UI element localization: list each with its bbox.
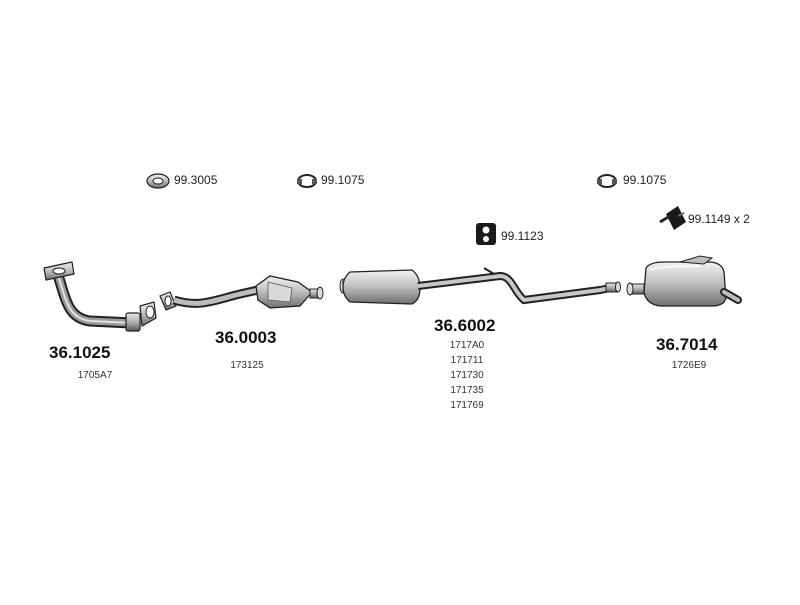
rear-silencer-part bbox=[626, 255, 742, 307]
front-pipe-part bbox=[43, 261, 157, 332]
accessory-code-hanger: 99.1149 x 2 bbox=[688, 212, 750, 226]
ref-code: 1705A7 bbox=[77, 370, 113, 381]
catalytic-converter-part bbox=[159, 275, 324, 311]
ref-code: 171769 bbox=[450, 400, 484, 411]
part-number-rear-silencer: 36.7014 bbox=[656, 335, 718, 354]
ref-list-middle-silencer: 1717A0 171711 171730 171735 171769 bbox=[432, 338, 502, 413]
part-number-front-pipe: 36.1025 bbox=[49, 343, 111, 362]
accessory-code-clamp-2: 99.1075 bbox=[623, 173, 667, 187]
rubber-mount-icon bbox=[476, 223, 496, 245]
gasket-ring-icon bbox=[146, 173, 170, 189]
ref-code: 171730 bbox=[450, 370, 484, 381]
accessory-code-clamp-1: 99.1075 bbox=[321, 173, 365, 187]
middle-silencer-part bbox=[339, 267, 621, 305]
ref-code: 171711 bbox=[450, 355, 484, 366]
clamp-icon bbox=[297, 174, 317, 188]
ref-list-front-pipe: 1705A7 bbox=[60, 368, 130, 383]
part-number-middle-silencer: 36.6002 bbox=[434, 316, 496, 335]
ref-list-rear-silencer: 1726E9 bbox=[654, 358, 724, 373]
ref-code: 171735 bbox=[450, 385, 484, 396]
ref-list-catalytic-converter: 173125 bbox=[212, 358, 282, 373]
ref-code: 1717A0 bbox=[449, 340, 485, 351]
hanger-icon bbox=[659, 206, 686, 230]
accessory-code-rubber-mount: 99.1123 bbox=[501, 229, 544, 243]
accessory-code-gasket: 99.3005 bbox=[174, 173, 218, 187]
ref-code: 173125 bbox=[230, 360, 264, 371]
ref-code: 1726E9 bbox=[671, 360, 707, 371]
clamp-icon bbox=[597, 174, 617, 188]
part-number-catalytic-converter: 36.0003 bbox=[215, 328, 277, 347]
